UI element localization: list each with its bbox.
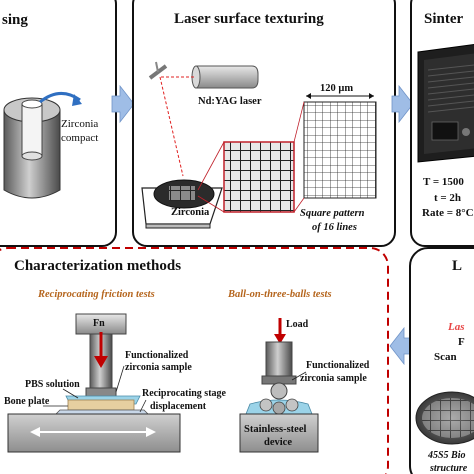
pbs-leader [62, 388, 79, 399]
friction-sample-1: Functionalized [125, 350, 189, 361]
substrate-plate-edge [145, 223, 211, 229]
balls-sample-1: Functionalized [306, 360, 370, 371]
sample-leader-1 [115, 365, 125, 393]
pbs-label: PBS solution [25, 379, 80, 390]
scale-bar [306, 93, 374, 99]
friction-heading: Reciprocating friction tests [37, 289, 155, 300]
sinter-rate: Rate = 8°C [422, 207, 474, 219]
panel-characterization: Characterization methods Reciprocating f… [0, 247, 389, 474]
panel-pressing-title: sing [2, 12, 28, 28]
flow-arrow-3 [389, 326, 413, 366]
laser-device-icon [191, 65, 259, 89]
laser-label: Nd:YAG laser [198, 96, 262, 107]
balls-load-label: Load [286, 319, 309, 330]
scale-label: 120 μm [320, 83, 353, 94]
cladding-red-text: Las [447, 321, 465, 333]
bone-plate [67, 399, 135, 411]
cladding-text-1: F [458, 336, 465, 348]
characterization-title: Characterization methods [14, 258, 181, 274]
bioglass-disc-icon [415, 391, 474, 445]
flow-arrow-2 [391, 84, 414, 124]
panel-sintering: Sinter T = 1500 t = 2h Rate = 8°C [410, 0, 474, 247]
panel-cladding-title: L [452, 258, 462, 274]
panel-laser-cladding: L Las F Scan 45S5 Bio structure [409, 247, 474, 474]
cladding-text-2: Scan [434, 351, 457, 363]
panel-laser-title: Laser surface texturing [174, 11, 324, 27]
friction-sample-2: zirconia sample [125, 362, 192, 373]
load-arrow-head-icon [274, 334, 286, 344]
bone-label: Bone plate [4, 396, 50, 407]
pressing-die-icon [3, 97, 61, 199]
zoom-line-1 [197, 141, 225, 191]
pattern-caption-2: of 16 lines [312, 222, 357, 233]
disc-texture [169, 186, 195, 201]
cladding-caption-1: 45S5 Bio [427, 450, 466, 461]
balls-sample-2: zirconia sample [300, 373, 367, 384]
zoom-line-2 [197, 195, 225, 213]
furnace-icon [417, 44, 474, 163]
arrow-head-icon [72, 94, 82, 106]
stage-leader [139, 399, 147, 413]
friction-stage-2: displacement [150, 401, 207, 412]
force-arrow-head-icon [94, 356, 108, 368]
ball-rig-icon [239, 341, 319, 453]
balls-sample-leader [291, 371, 307, 381]
friction-stage-1: Reciprocating stage [142, 388, 227, 399]
zoom-line-4 [293, 197, 305, 213]
panel-sintering-title: Sinter [424, 11, 464, 27]
zirconia-compact-label-1: Zirconia [61, 118, 98, 130]
zoom-line-3 [293, 101, 305, 143]
balls-device-1: Stainless-steel [244, 424, 306, 435]
laser-beam-down [159, 76, 184, 177]
zoom-pattern-fine [303, 101, 377, 199]
panel-pressing: sing Zirconia compact [0, 0, 117, 247]
sinter-time: t = 2h [434, 192, 461, 204]
cladding-caption-2: structure [429, 463, 468, 474]
flow-arrow-1 [111, 84, 135, 124]
reciprocating-arrow-icon [30, 427, 156, 437]
zoom-pattern-medium [223, 141, 295, 213]
zirconia-compact-label-2: compact [61, 132, 98, 144]
panel-laser-texturing: Laser surface texturing Nd:YAG laser Zir… [132, 0, 396, 247]
sinter-temp: T = 1500 [423, 176, 464, 188]
pattern-caption-1: Square pattern [300, 208, 365, 219]
friction-force-label: Fn [93, 318, 105, 329]
balls-heading: Ball-on-three-balls tests [227, 289, 332, 300]
mirror-icon [148, 61, 168, 80]
balls-device-2: device [264, 437, 292, 448]
disc-label: Zirconia [171, 207, 210, 218]
